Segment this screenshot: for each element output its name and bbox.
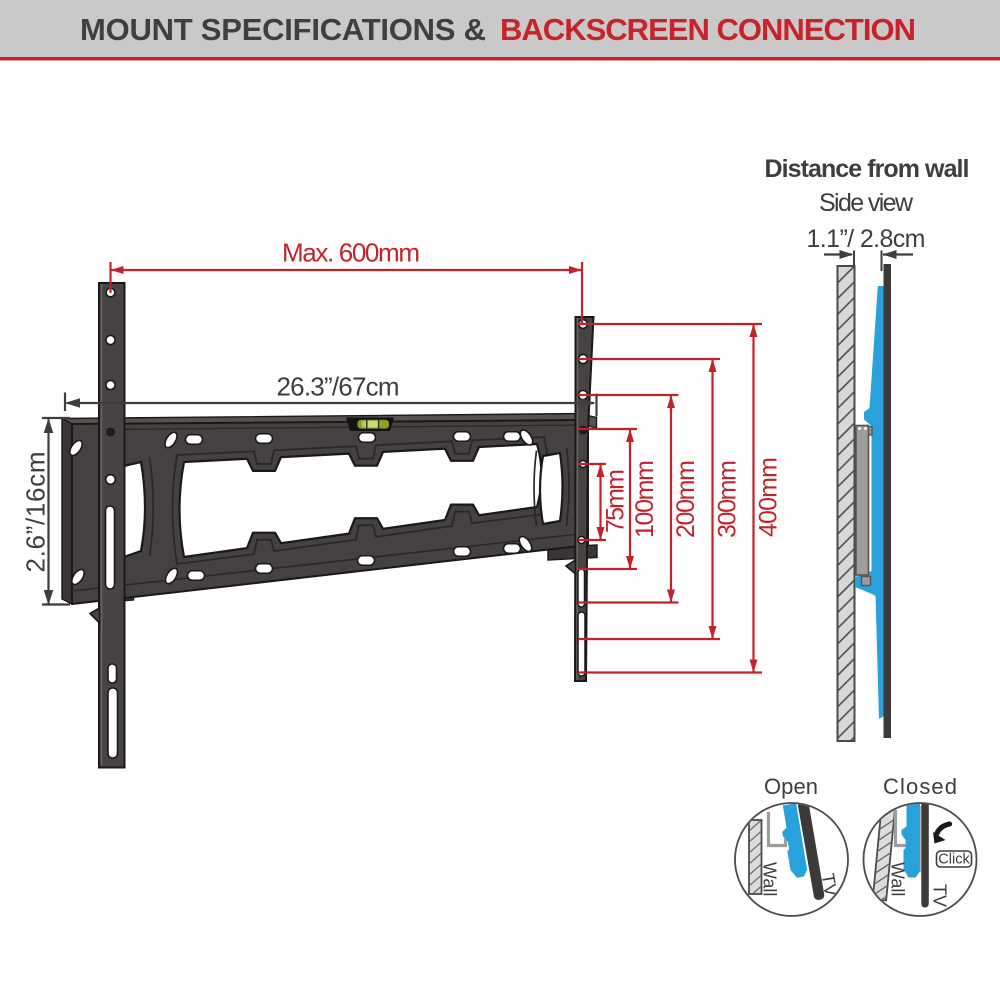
svg-text:Wall: Wall <box>760 862 780 896</box>
svg-text:Closed: Closed <box>883 774 957 799</box>
svg-text:2.6”/16cm: 2.6”/16cm <box>21 452 51 573</box>
svg-text:400mm: 400mm <box>755 457 783 537</box>
svg-text:100mm: 100mm <box>631 460 659 538</box>
svg-text:300mm: 300mm <box>714 460 742 538</box>
svg-text:Distance from wall: Distance from wall <box>765 155 970 183</box>
svg-text:TV: TV <box>818 872 842 898</box>
svg-text:Open: Open <box>764 774 818 799</box>
svg-text:Click: Click <box>938 852 970 868</box>
svg-text:MOUNT SPECIFICATIONS &: MOUNT SPECIFICATIONS & <box>80 12 486 47</box>
svg-text:Wall: Wall <box>888 862 908 896</box>
svg-text:1.1”/ 2.8cm: 1.1”/ 2.8cm <box>807 225 926 253</box>
svg-text:Side view: Side view <box>819 189 914 217</box>
svg-text:TV: TV <box>930 884 950 907</box>
svg-text:75mm: 75mm <box>602 469 630 533</box>
svg-text:Max. 600mm: Max. 600mm <box>282 238 420 268</box>
svg-text:BACKSCREEN CONNECTION: BACKSCREEN CONNECTION <box>500 12 916 47</box>
svg-text:26.3”/67cm: 26.3”/67cm <box>277 372 400 402</box>
svg-text:200mm: 200mm <box>672 460 700 538</box>
